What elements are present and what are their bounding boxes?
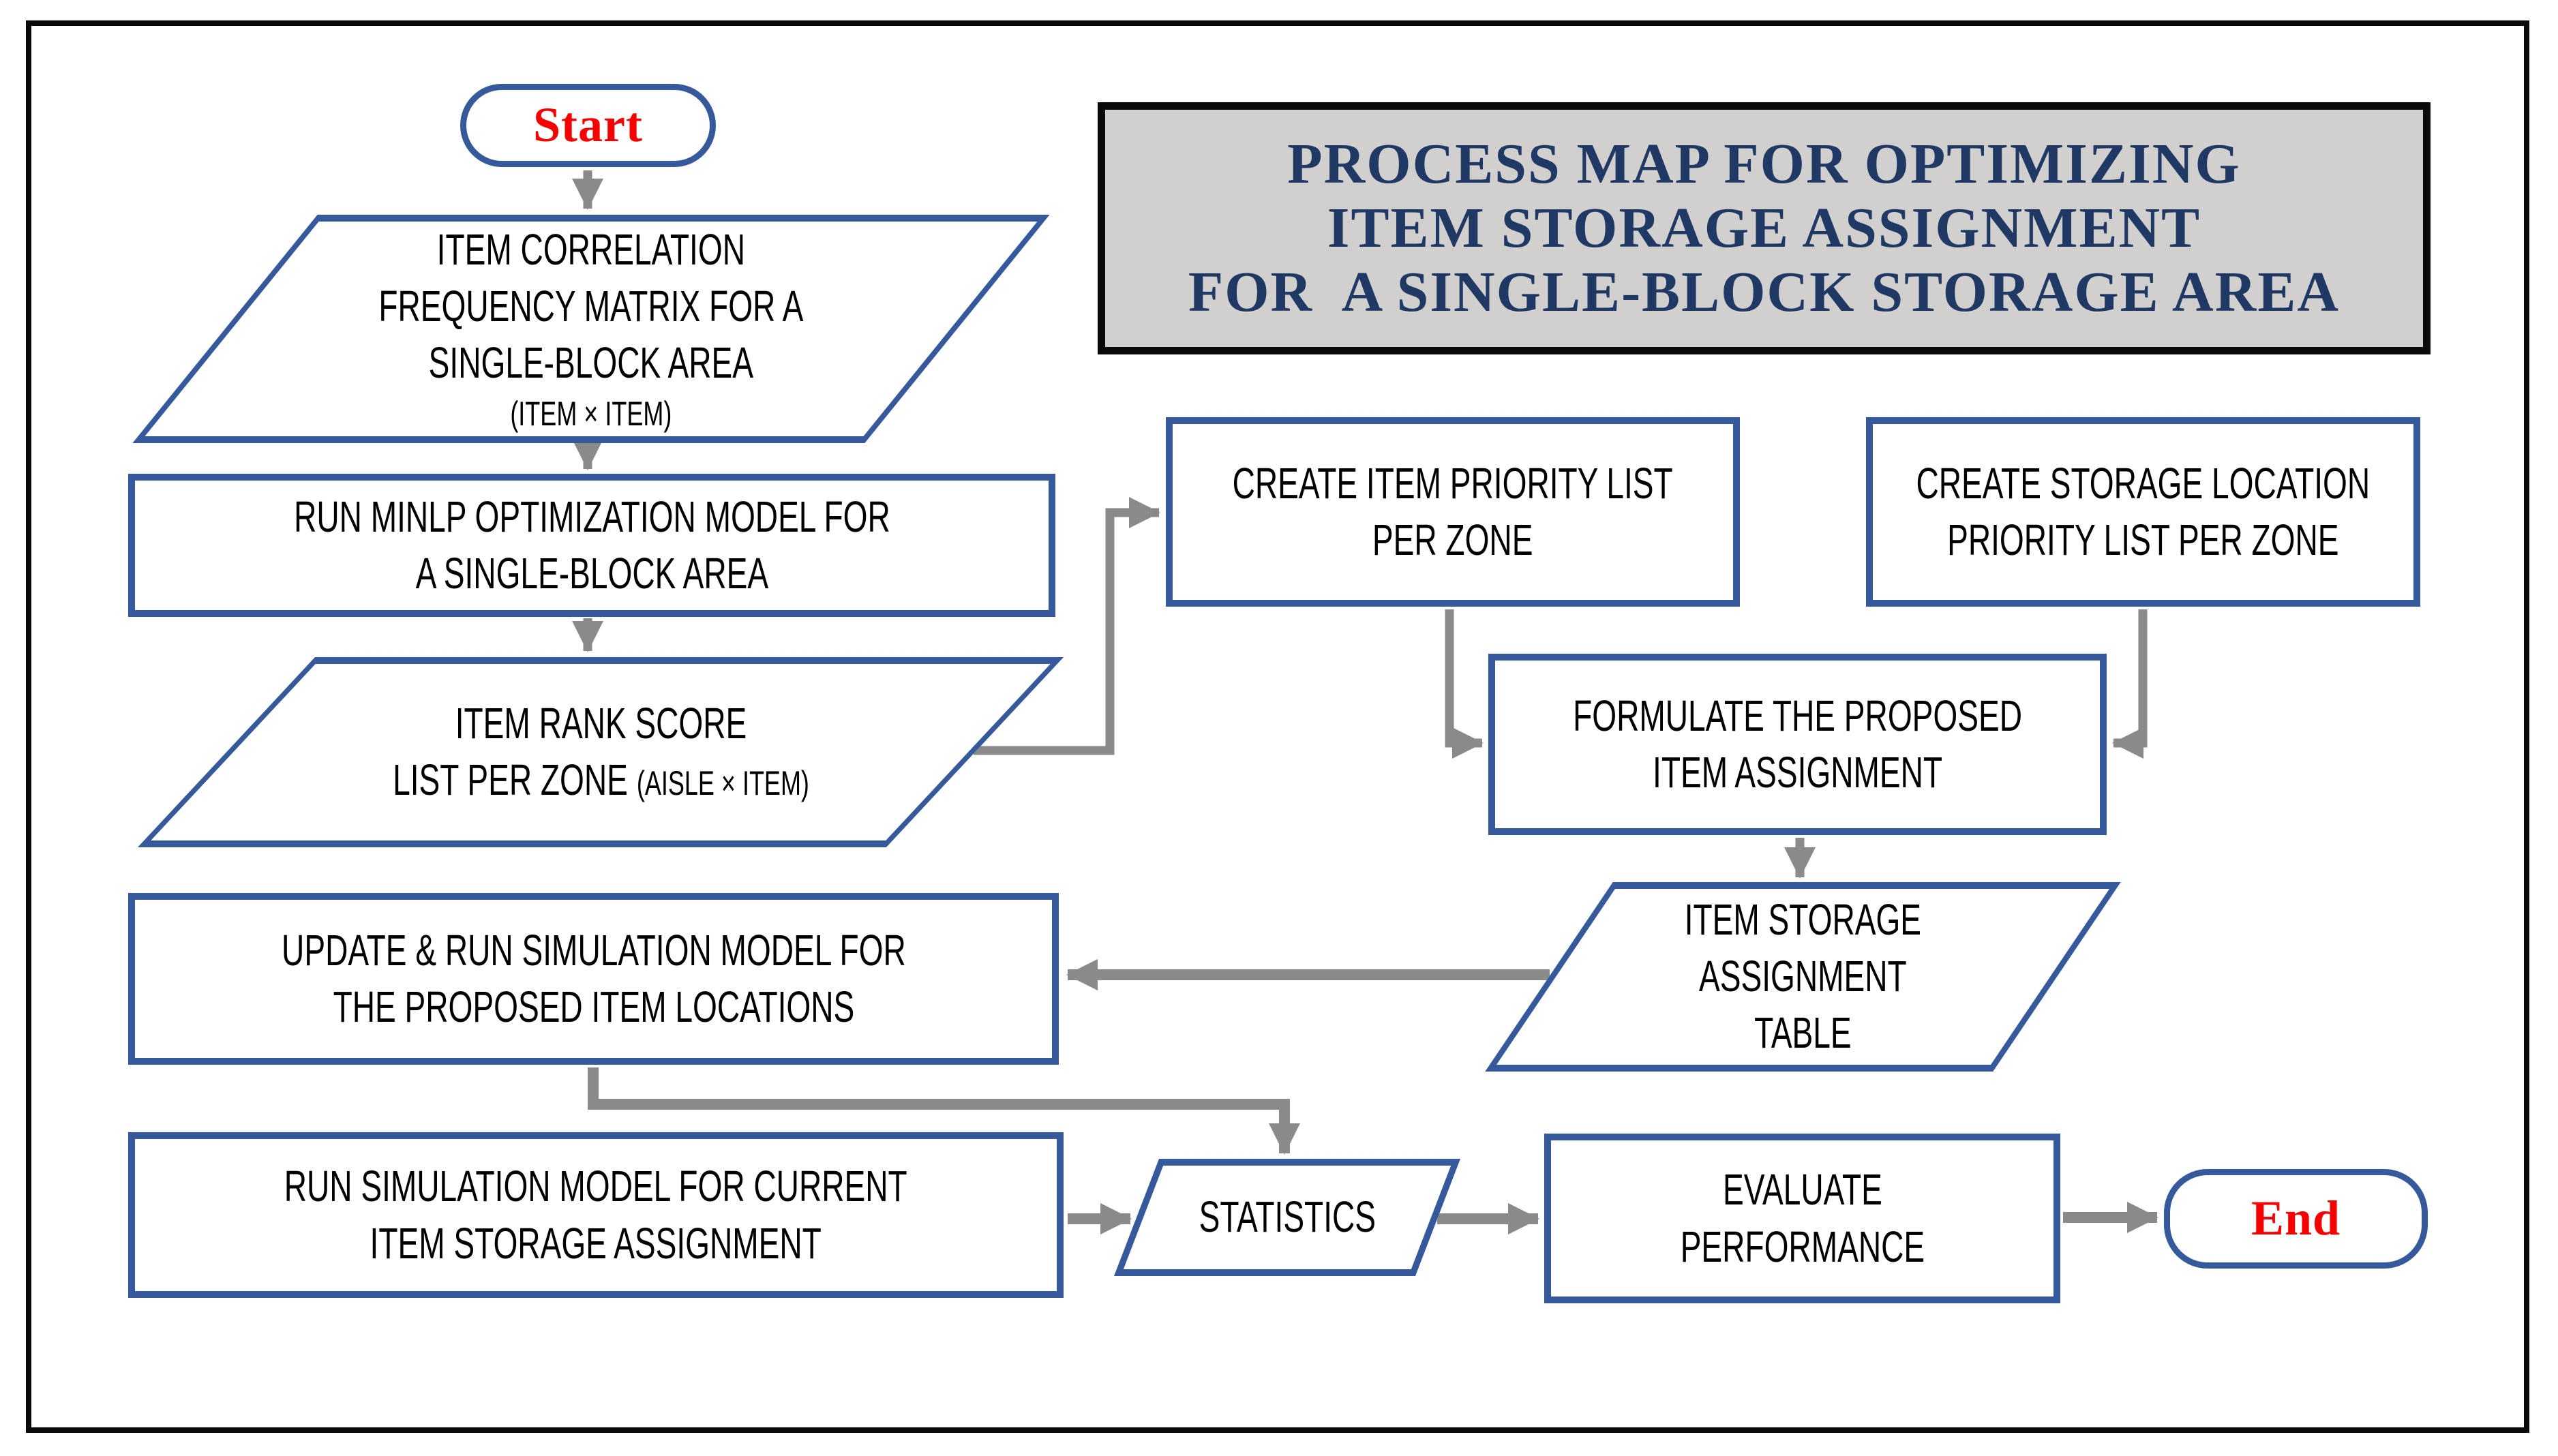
run-minlp-process: RUN MINLP OPTIMIZATION MODEL FOR A SINGL…	[128, 474, 1055, 617]
update-simulation-process: UPDATE & RUN SIMULATION MODEL FOR THE PR…	[128, 893, 1059, 1065]
create-storage-priority-process: CREATE STORAGE LOCATION PRIORITY LIST PE…	[1866, 417, 2420, 607]
item-storage-table-label: ITEM STORAGE ASSIGNMENT TABLE	[1684, 895, 1922, 1058]
evaluate-performance-process: EVALUATE PERFORMANCE	[1544, 1134, 2060, 1303]
create-storage-priority-label: CREATE STORAGE LOCATION PRIORITY LIST PE…	[1916, 458, 2371, 564]
item-correlation-matrix-note: (ITEM × ITEM)	[510, 394, 672, 433]
start-label: Start	[533, 97, 643, 153]
title-plate: PROCESS MAP FOR OPTIMIZING ITEM STORAGE …	[1098, 102, 2431, 354]
item-rank-label: ITEM RANK SCORE LIST PER ZONE (AISLE × I…	[392, 699, 809, 805]
end-terminator: End	[2164, 1169, 2428, 1269]
create-item-priority-process: CREATE ITEM PRIORITY LIST PER ZONE	[1166, 417, 1740, 607]
end-label: End	[2251, 1191, 2341, 1246]
item-rank-aisle-note: (AISLE × ITEM)	[636, 764, 809, 803]
title-line-3: FOR A SINGLE-BLOCK STORAGE AREA	[1188, 260, 2341, 324]
formulate-label: FORMULATE THE PROPOSED ITEM ASSIGNMENT	[1573, 691, 2022, 797]
update-simulation-label: UPDATE & RUN SIMULATION MODEL FOR THE PR…	[281, 925, 906, 1031]
evaluate-performance-label: EVALUATE PERFORMANCE	[1680, 1165, 1925, 1271]
statistics-label: STATISTICS	[1199, 1192, 1376, 1242]
statistics-parallelogram: STATISTICS	[1113, 1159, 1461, 1276]
start-terminator: Start	[460, 84, 716, 167]
item-correlation-label: ITEM CORRELATION FREQUENCY MATRIX FOR A …	[378, 222, 803, 436]
run-minlp-label: RUN MINLP OPTIMIZATION MODEL FOR A SINGL…	[293, 491, 890, 598]
title-line-1: PROCESS MAP FOR OPTIMIZING	[1287, 132, 2241, 196]
formulate-process: FORMULATE THE PROPOSED ITEM ASSIGNMENT	[1488, 654, 2107, 835]
create-item-priority-label: CREATE ITEM PRIORITY LIST PER ZONE	[1232, 458, 1674, 564]
title-line-2: ITEM STORAGE ASSIGNMENT	[1327, 196, 2201, 260]
run-current-simulation-label: RUN SIMULATION MODEL FOR CURRENT ITEM ST…	[284, 1162, 907, 1268]
run-current-simulation-process: RUN SIMULATION MODEL FOR CURRENT ITEM ST…	[128, 1132, 1064, 1298]
